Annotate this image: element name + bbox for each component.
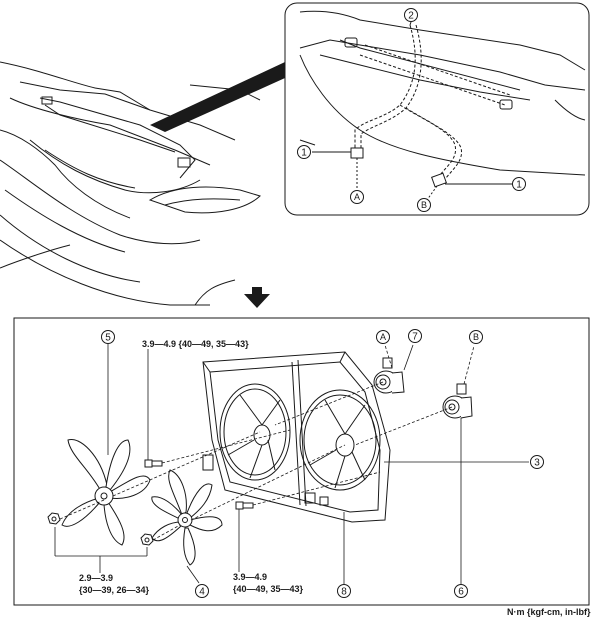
exploded-view-frame <box>13 317 590 606</box>
svg-text:1: 1 <box>301 148 307 159</box>
callout-6: 6 <box>454 584 468 598</box>
bolt-lower <box>235 501 254 510</box>
fan-shroud <box>202 351 391 523</box>
detail-connector-b: B <box>417 198 431 212</box>
svg-text:A: A <box>354 192 360 202</box>
svg-text:B: B <box>421 200 427 210</box>
detail-pointer <box>150 62 285 132</box>
torque-upper-bolt: 3.9—4.9 {40—49, 35—43} <box>142 339 249 349</box>
detail-radiator-sketch <box>299 10 586 201</box>
nut-left <box>47 512 61 525</box>
svg-text:A: A <box>380 332 386 342</box>
torque-nut-line1: 2.9—3.9 <box>79 573 113 583</box>
bolt-upper <box>144 459 163 468</box>
svg-text:8: 8 <box>341 587 347 598</box>
connector-a: A <box>376 330 390 344</box>
svg-text:2: 2 <box>408 11 414 22</box>
callout-3: 3 <box>530 455 544 469</box>
callout-8: 8 <box>337 584 351 598</box>
callout-7: 7 <box>408 329 422 343</box>
detail-callout-1-left: 1 <box>297 145 311 159</box>
fan-4 <box>151 469 223 566</box>
detail-callout-1-right: 1 <box>512 177 526 191</box>
detail-box <box>284 2 590 216</box>
leader-lines <box>54 344 529 584</box>
down-arrow <box>244 287 270 308</box>
svg-text:3: 3 <box>534 458 540 469</box>
torque-nut-line2: {30—39, 26—34} <box>79 585 150 595</box>
vehicle-front-end-sketch <box>0 61 261 306</box>
callout-5: 5 <box>101 330 115 344</box>
callout-4: 4 <box>195 584 209 598</box>
svg-text:7: 7 <box>412 332 418 343</box>
fan-motor-6 <box>442 383 473 419</box>
svg-text:B: B <box>473 332 479 342</box>
torque-lower-bolt-line1: 3.9—4.9 <box>233 572 267 582</box>
svg-text:1: 1 <box>516 180 522 191</box>
detail-callout-2: 2 <box>404 8 418 22</box>
assembly-lines <box>59 344 475 541</box>
fan-motor-7 <box>373 357 405 394</box>
svg-text:4: 4 <box>199 587 205 598</box>
torque-lower-bolt-line2: {40—49, 35—43} <box>233 584 304 594</box>
svg-text:6: 6 <box>458 587 464 598</box>
connector-b: B <box>469 330 483 344</box>
fan-5 <box>61 439 151 546</box>
svg-text:5: 5 <box>105 333 111 344</box>
detail-connector-a: A <box>350 190 364 204</box>
nut-right <box>140 533 154 546</box>
units-note: N·m {kgf-cm, in-lbf} <box>507 607 591 617</box>
